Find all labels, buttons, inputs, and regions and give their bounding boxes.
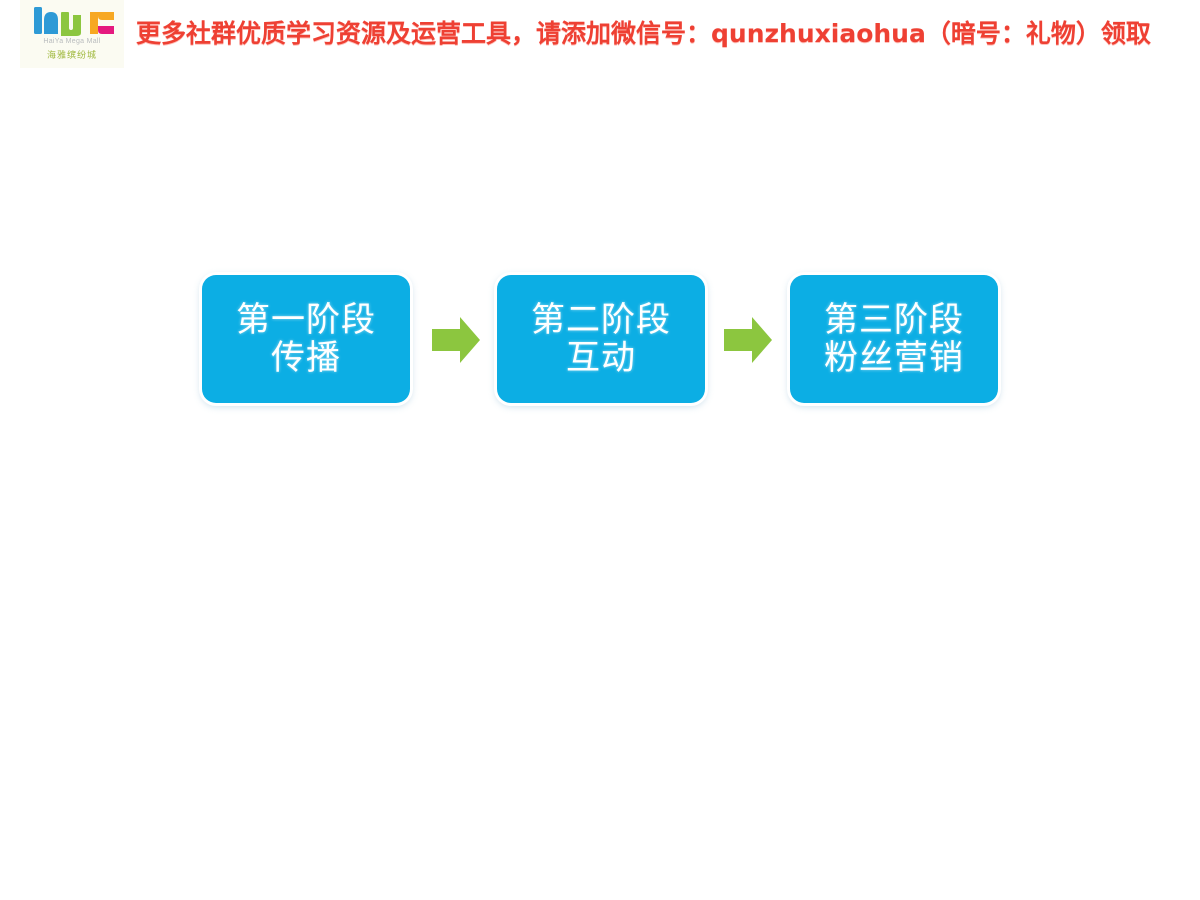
arrow-right-icon xyxy=(724,317,772,363)
promo-message: 更多社群优质学习资源及运营工具，请添加微信号：qunzhuxiaohua（暗号：… xyxy=(136,19,1151,48)
stage-3-title: 第三阶段 xyxy=(824,299,964,340)
stage-box-2[interactable]: 第二阶段 互动 xyxy=(497,275,705,403)
stage-box-3[interactable]: 第三阶段 粉丝营销 xyxy=(790,275,998,403)
stage-1-subtitle: 传播 xyxy=(271,338,341,378)
promo-header: HaiYa Mega Mall 海雅缤纷城 更多社群优质学习资源及运营工具，请添… xyxy=(0,0,1200,68)
logo-name-en: HaiYa Mega Mall xyxy=(43,38,101,45)
stage-3-subtitle: 粉丝营销 xyxy=(824,338,964,378)
brand-logo: HaiYa Mega Mall 海雅缤纷城 xyxy=(20,0,124,68)
stage-box-1[interactable]: 第一阶段 传播 xyxy=(202,275,410,403)
arrow-right-icon xyxy=(432,317,480,363)
stage-2-subtitle: 互动 xyxy=(566,338,636,378)
stage-1-title: 第一阶段 xyxy=(236,299,376,340)
stage-2-title: 第二阶段 xyxy=(531,299,671,340)
logo-name-cn: 海雅缤纷城 xyxy=(46,51,97,61)
haiya-logo-icon xyxy=(34,7,114,36)
